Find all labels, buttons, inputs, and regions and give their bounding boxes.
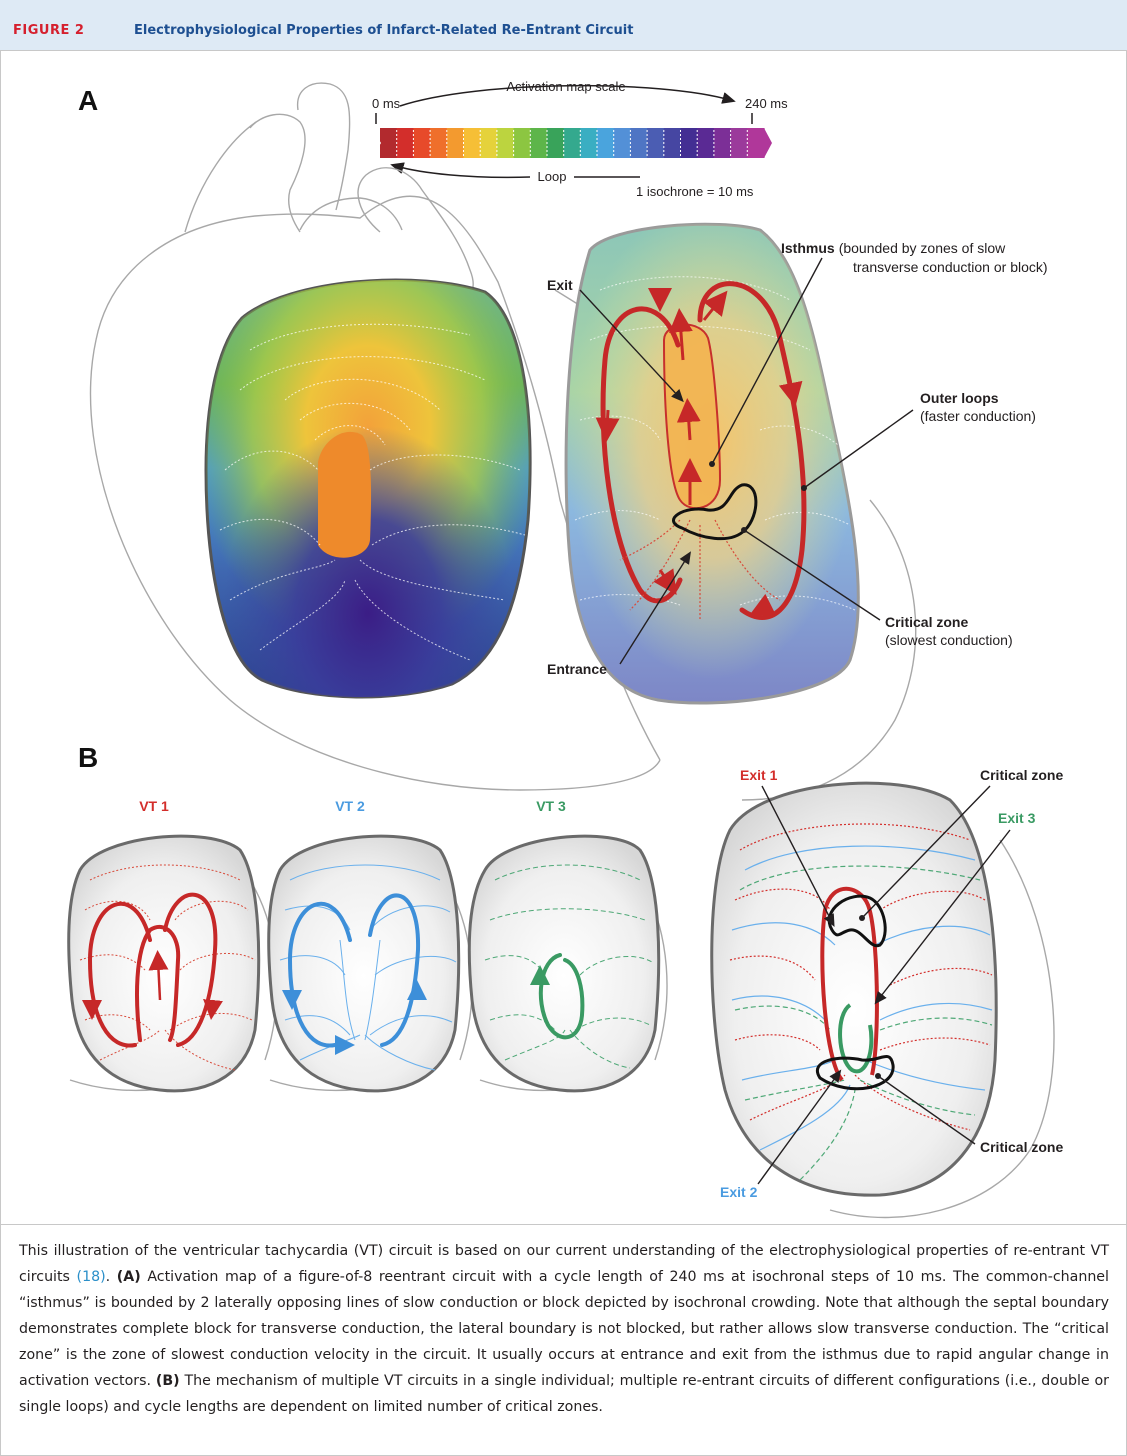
isthmus-label: Isthmus xyxy=(781,240,835,256)
left-activation-map xyxy=(206,280,530,697)
exit1-label: Exit 1 xyxy=(740,767,778,783)
isthmus-region xyxy=(664,325,720,509)
reference-link[interactable]: (18) xyxy=(77,1269,106,1285)
vt2-label: VT 2 xyxy=(335,798,365,814)
isochrone-note: 1 isochrone = 10 ms xyxy=(636,184,754,199)
scale-right-tip xyxy=(764,128,772,158)
scale-segment xyxy=(747,128,764,158)
scale-segment xyxy=(430,128,447,158)
svg-text:Isthmus(bounded by zones of sl: Isthmus(bounded by zones of slow xyxy=(781,240,1006,256)
scale-segment xyxy=(714,128,731,158)
panel-a-letter: A xyxy=(78,85,98,116)
scale-start: 0 ms xyxy=(372,96,401,111)
figure-svg: A Activation map scale 0 ms 240 ms Loop … xyxy=(0,51,1127,1224)
isthmus-desc-2: transverse conduction or block) xyxy=(853,259,1048,275)
scale-segment xyxy=(380,128,397,158)
scale-color-bar xyxy=(372,128,772,158)
scale-segment xyxy=(630,128,647,158)
scale-segment xyxy=(547,128,564,158)
exit2-label: Exit 2 xyxy=(720,1184,758,1200)
vt3-label: VT 3 xyxy=(536,798,566,814)
caption-label-b: (B) xyxy=(156,1373,180,1389)
scale-segment xyxy=(731,128,748,158)
combined-circuit-map xyxy=(712,783,996,1195)
loop-label: Loop xyxy=(538,169,567,184)
figure-illustration: A Activation map scale 0 ms 240 ms Loop … xyxy=(0,51,1127,1224)
vt1-label: VT 1 xyxy=(139,798,169,814)
scale-segment xyxy=(397,128,414,158)
caption-text-3: Activation map of a figure-of-8 reentran… xyxy=(19,1269,1109,1389)
figure-caption: This illustration of the ventricular tac… xyxy=(19,1238,1109,1420)
scale-segment xyxy=(497,128,514,158)
vt1-circuit-map xyxy=(69,836,259,1091)
scale-segment xyxy=(413,128,430,158)
figure-label: FIGURE 2 xyxy=(13,23,84,38)
scale-segment xyxy=(480,128,497,158)
scale-segment xyxy=(564,128,581,158)
panel-b-letter: B xyxy=(78,742,98,773)
exit3-label: Exit 3 xyxy=(998,810,1036,826)
scale-segment xyxy=(597,128,614,158)
scale-segment xyxy=(447,128,464,158)
caption-label-a: (A) xyxy=(117,1269,141,1285)
figure-header: FIGURE 2 Electrophysiological Properties… xyxy=(0,0,1127,51)
activation-map-scale: Activation map scale 0 ms 240 ms Loop 1 … xyxy=(372,79,788,199)
critical-zone-label: Critical zone xyxy=(885,614,968,630)
vt2-circuit-map xyxy=(269,836,459,1091)
critical-zone-bottom-label: Critical zone xyxy=(980,1139,1063,1155)
scale-end: 240 ms xyxy=(745,96,788,111)
caption-text-4: The mechanism of multiple VT circuits in… xyxy=(19,1373,1109,1415)
caption-text-2: . xyxy=(106,1269,117,1285)
caption-divider xyxy=(0,1224,1127,1225)
scale-left-notch xyxy=(372,128,381,158)
scale-segment xyxy=(614,128,631,158)
scale-segment xyxy=(514,128,531,158)
outer-loops-label: Outer loops xyxy=(920,390,999,406)
exit-label: Exit xyxy=(547,277,573,293)
scale-segment xyxy=(681,128,698,158)
critical-zone-desc: (slowest conduction) xyxy=(885,632,1013,648)
outer-loops-desc: (faster conduction) xyxy=(920,408,1036,424)
isthmus-desc-1: (bounded by zones of slow xyxy=(839,240,1006,256)
scale-segment xyxy=(530,128,547,158)
figure-title: Electrophysiological Properties of Infar… xyxy=(134,23,633,38)
loop-arrow xyxy=(396,166,530,177)
scale-segment xyxy=(580,128,597,158)
entrance-label: Entrance xyxy=(547,661,607,677)
scale-segment xyxy=(664,128,681,158)
scale-segment xyxy=(697,128,714,158)
critical-zone-top-label: Critical zone xyxy=(980,767,1063,783)
scale-segment xyxy=(464,128,481,158)
vt3-circuit-map xyxy=(469,836,658,1091)
scale-segment xyxy=(647,128,664,158)
